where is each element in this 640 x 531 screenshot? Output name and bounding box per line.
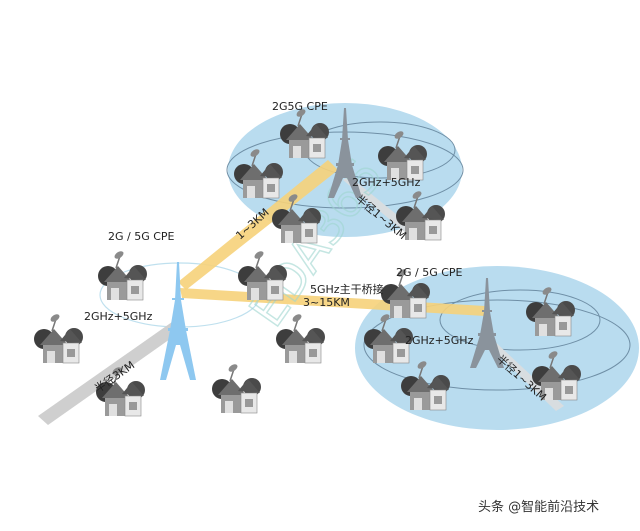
top-freq-label: 2GHz+5GHz [352, 176, 421, 189]
source-watermark: 头条 @智能前沿技术 [478, 499, 599, 515]
right-tower-icon [470, 278, 504, 368]
backbone-label: 5GHz主干桥接 [310, 283, 384, 296]
left-freq-label: 2GHz+5GHz [84, 310, 153, 323]
top-cpe-label: 2G5G CPE [272, 100, 328, 113]
left-radius-beam [38, 322, 180, 425]
house-cpe-icon [33, 311, 84, 364]
top-tower-icon [328, 108, 362, 198]
house-cpe-icon [211, 361, 262, 414]
link-beam-top [178, 160, 338, 290]
house-cpe-icon [97, 248, 148, 301]
left-cpe-label: 2G / 5G CPE [108, 230, 175, 243]
main-tower-icon [160, 262, 196, 380]
right-cell-inner-ring [439, 289, 601, 351]
right-freq-label: 2GHz+5GHz [405, 334, 474, 347]
right-cpe-label: 2G / 5G CPE [396, 266, 463, 279]
right-cell-ring [363, 299, 631, 391]
backbone-range-label: 3~15KM [303, 296, 350, 309]
